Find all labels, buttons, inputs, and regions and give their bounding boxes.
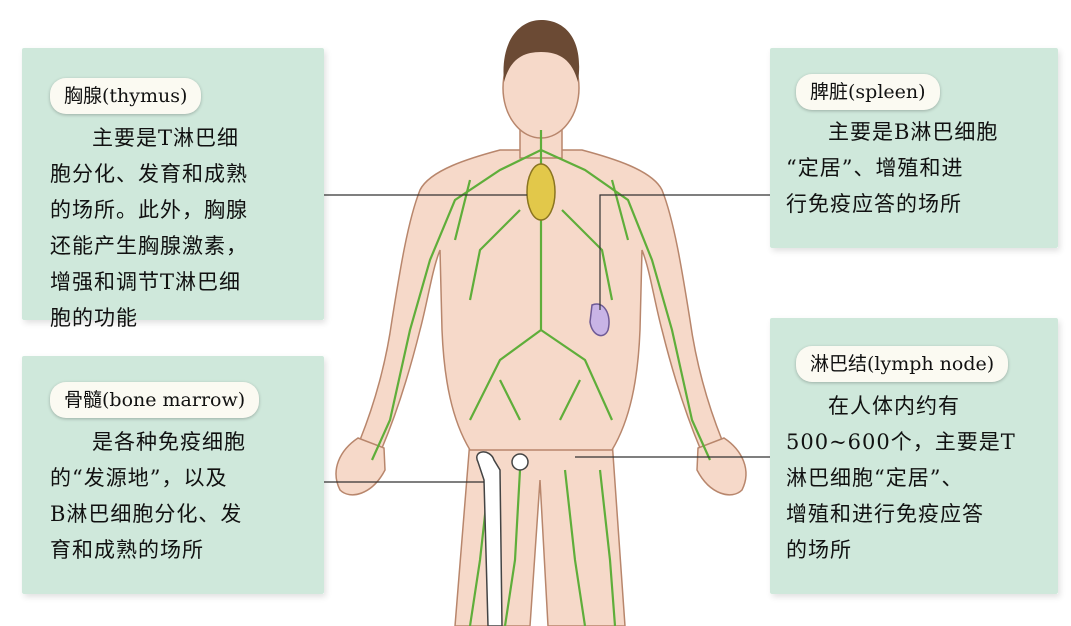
femur-head	[512, 454, 528, 470]
thymus-organ	[527, 164, 555, 220]
